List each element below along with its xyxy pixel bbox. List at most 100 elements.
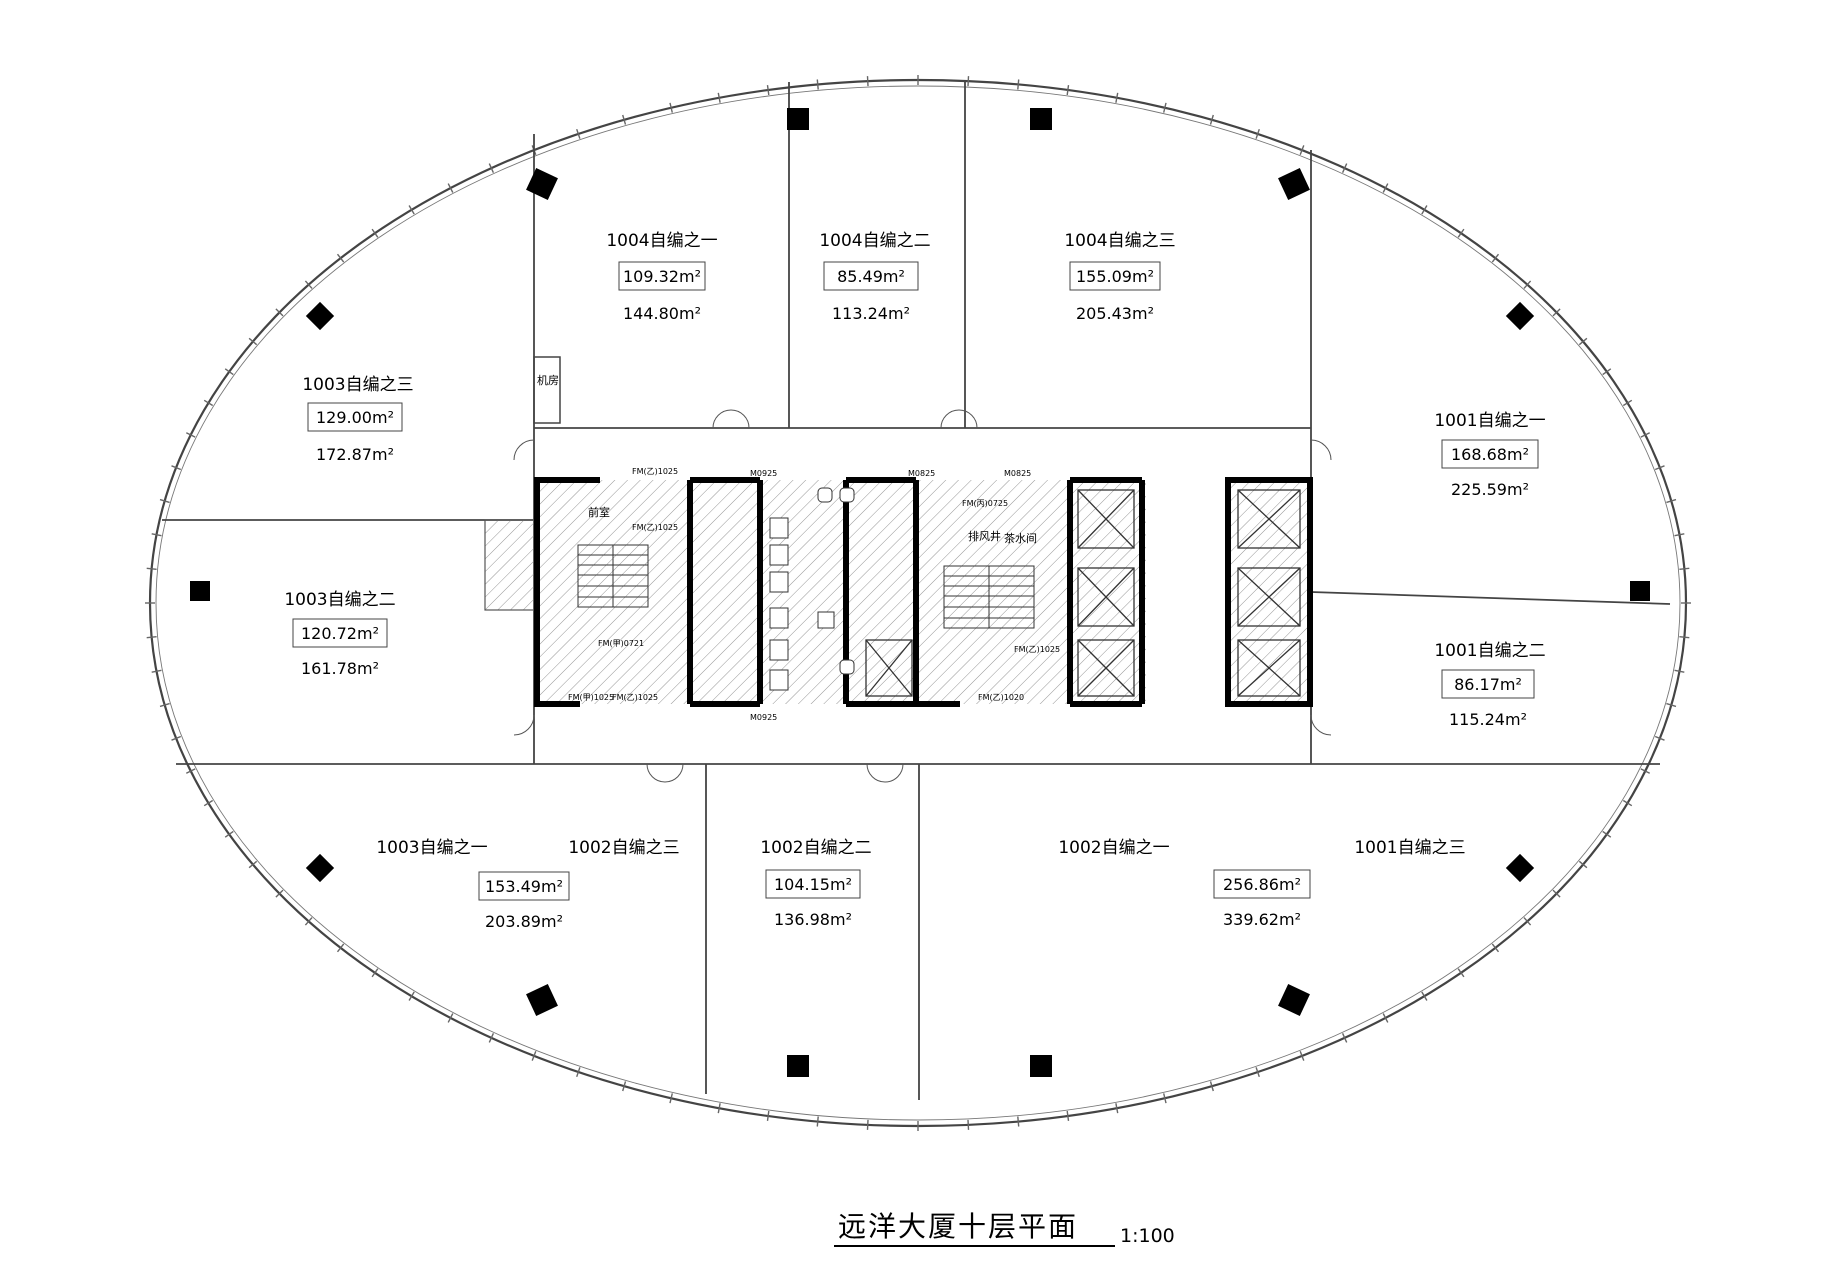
unit-name: 1001自编之一 [1434, 411, 1545, 431]
unit-1002-2: 1002自编之二 104.15m² 136.98m² [760, 838, 871, 929]
mullion-tick [275, 308, 284, 317]
column [787, 108, 809, 130]
mullion-tick [1523, 280, 1532, 289]
mullion-tick [159, 498, 170, 504]
mullion-tick [1341, 1033, 1348, 1043]
mullion-tick [304, 280, 313, 289]
unit-name: 1004自编之二 [819, 231, 930, 251]
column [305, 301, 335, 331]
unit-gross-area: 113.24m² [832, 304, 910, 323]
mullion-tick [151, 669, 162, 673]
mullion-tick [371, 968, 379, 978]
mullion-tick [622, 114, 627, 125]
mullion-tick [766, 85, 770, 96]
unit-gross-area: 136.98m² [774, 910, 852, 929]
mullion-tick [1640, 432, 1651, 438]
mullion-tick [488, 1033, 495, 1043]
column [305, 853, 335, 883]
mullion-tick [1163, 1093, 1167, 1104]
mullion-tick [967, 76, 970, 87]
unit-name: 1003自编之二 [284, 590, 395, 610]
mullion-tick [408, 205, 415, 215]
unit-inner-area: 104.15m² [774, 875, 852, 894]
unit-area-box [765, 869, 861, 899]
mullion-tick [1209, 1081, 1214, 1092]
mullion-tick [1457, 228, 1465, 238]
mullion-tick [1674, 533, 1685, 537]
mullion-tick [1115, 92, 1119, 103]
mullion-tick [1491, 253, 1500, 263]
partition-walls [162, 80, 1671, 1100]
mullion-tick [717, 1103, 721, 1114]
building-core: 前室 茶水间 排风井 [534, 477, 1313, 707]
unit-name: 1004自编之一 [606, 231, 717, 251]
mullion-tick [1491, 943, 1500, 953]
mullion-tick [816, 79, 819, 90]
unit-1001-1: 1001自编之一 168.68m² 225.59m² [1434, 411, 1545, 499]
mullion-tick [1602, 368, 1612, 376]
door-mark: FM(乙)1025 [632, 467, 678, 476]
mullion-tick [447, 1013, 454, 1023]
unit-gross-area: 339.62m² [1223, 910, 1301, 929]
mullion-tick [866, 76, 869, 87]
mullion-tick [622, 1081, 627, 1092]
drawing-title: 远洋大厦十层平面 [838, 1210, 1078, 1243]
unit-name: 1001自编之二 [1434, 641, 1545, 661]
unit-inner-area: 85.49m² [837, 267, 905, 286]
unit-gross-area: 172.87m² [316, 445, 394, 464]
unit-1002-3: 1002自编之三 [568, 838, 679, 858]
mullion-tick [1421, 991, 1428, 1001]
door-marks: FM(乙)1025 FM(乙)1025 FM(甲)0721 FM(甲)1025 … [568, 467, 1060, 722]
mullion-tick [1679, 636, 1690, 639]
unit-inner-area: 86.17m² [1454, 675, 1522, 694]
unit-inner-area: 109.32m² [623, 267, 701, 286]
unit-name: 1001自编之三 [1354, 838, 1465, 858]
unit-name: 1002自编之一 [1058, 838, 1169, 858]
mullion-tick [1341, 163, 1348, 173]
door-mark: FM(乙)1025 [1014, 645, 1060, 654]
mullion-tick [185, 768, 196, 774]
mullion-tick [1255, 128, 1260, 139]
structural-columns [190, 108, 1650, 1077]
column [787, 1055, 809, 1077]
unit-1001-2: 1001自编之二 86.17m² 115.24m² [1434, 641, 1545, 729]
mullion-tick [1578, 860, 1588, 869]
mullion-tick [866, 1119, 869, 1130]
mullion-tick [171, 465, 182, 471]
unit-name: 1002自编之三 [568, 838, 679, 858]
unit-1003-2: 1003自编之二 120.72m² 161.78m² [284, 590, 395, 678]
mullion-tick [1209, 114, 1214, 125]
door-mark: FM(甲)0721 [598, 639, 644, 648]
mullion-tick [371, 228, 379, 238]
door-mark: FM(乙)1025 [612, 693, 658, 702]
mullion-tick [1654, 465, 1665, 471]
column [526, 984, 558, 1016]
mullion-tick [203, 799, 214, 807]
column [1505, 853, 1535, 883]
unit-area-box [823, 261, 919, 291]
unit-gross-area: 205.43m² [1076, 304, 1154, 323]
column [1278, 168, 1310, 200]
unit-1003-1: 1003自编之一 153.49m² 203.89m² [376, 838, 570, 931]
mullion-tick [224, 830, 234, 838]
mullion-tick [1622, 399, 1633, 407]
unit-area-box [1441, 439, 1539, 469]
mullion-tick [185, 432, 196, 438]
mullion-tick [816, 1116, 819, 1127]
unit-name: 1003自编之一 [376, 838, 487, 858]
machine-room-label: 机房 [537, 373, 559, 387]
mullion-tick [203, 399, 214, 407]
unit-area-box [1069, 261, 1161, 291]
unit-name: 1003自编之三 [302, 375, 413, 395]
unit-1003-3: 1003自编之三 129.00m² 172.87m² [302, 375, 413, 464]
column [1278, 984, 1310, 1016]
mullion-tick [1382, 1013, 1389, 1023]
mullion-tick [304, 917, 313, 926]
shaft-label: 排风井 [968, 529, 1001, 543]
mullion-tick [447, 183, 454, 193]
unit-area-box [1441, 669, 1535, 699]
mullion-tick [669, 102, 673, 113]
mullion-tick [488, 163, 495, 173]
mullion-tick [1299, 145, 1305, 155]
door-mark: M0925 [750, 469, 777, 478]
